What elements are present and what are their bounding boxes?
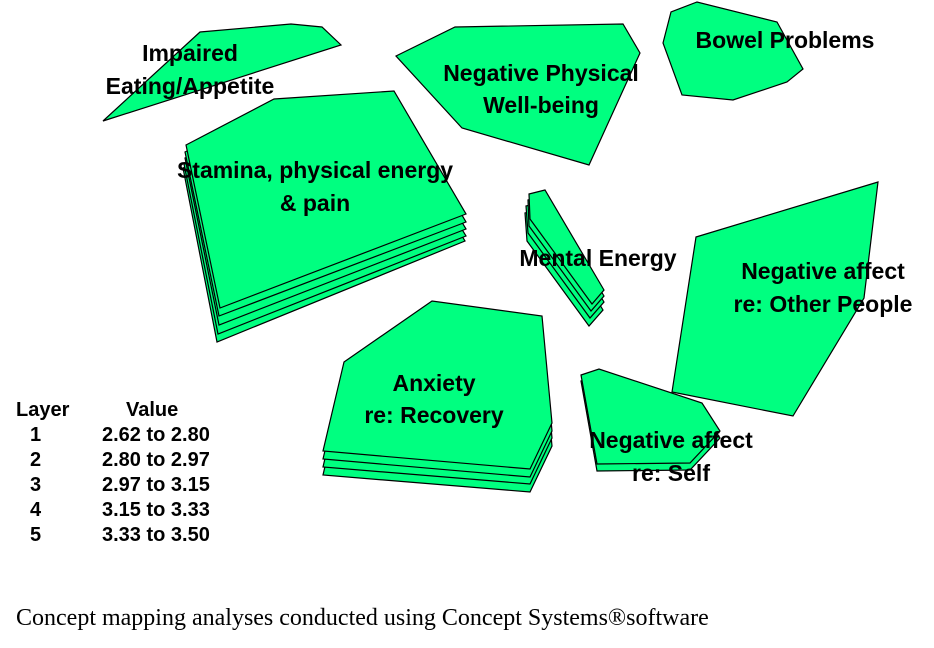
cluster-eating: Impaired Eating/Appetite [102, 23, 343, 122]
cluster-mental-layer-1 [528, 189, 605, 305]
cluster-physical: Negative Physical Well-being [395, 23, 641, 166]
cluster-physical-label-2: Well-being [483, 92, 599, 118]
legend-range: 3.15 to 3.33 [102, 499, 210, 521]
cluster-other-people-label-2: re: Other People [734, 291, 913, 317]
legend-layer: 1 [30, 424, 42, 446]
cluster-other-people: Negative affect re: Other People [671, 181, 913, 417]
cluster-anxiety-layer-1 [322, 300, 553, 470]
cluster-anxiety-label-1: Anxiety [392, 370, 475, 396]
cluster-mental-label-1: Mental Energy [519, 245, 676, 271]
legend-layer: 4 [30, 499, 42, 521]
legend-row: 5 3.33 to 3.50 [16, 523, 210, 548]
cluster-eating-label-1: Impaired [142, 40, 238, 66]
legend-range: 2.80 to 2.97 [102, 449, 210, 471]
cluster-bowel-label-1: Bowel Problems [696, 27, 875, 53]
legend-header-layer: Layer [16, 399, 70, 421]
cluster-anxiety: Anxiety re: Recovery [322, 300, 553, 493]
footer-caption: Concept mapping analyses conducted using… [16, 605, 709, 631]
concept-map: Stamina, physical energy & pain Impaired… [102, 1, 913, 493]
legend-header-value: Value [126, 399, 179, 421]
cluster-eating-layer-1 [102, 23, 343, 122]
legend-layer: 3 [30, 474, 42, 496]
legend-row: 2 2.80 to 2.97 [16, 448, 210, 473]
legend-header: Layer Value [16, 398, 210, 423]
cluster-mental: Mental Energy [519, 189, 677, 327]
cluster-physical-layer-1 [395, 23, 641, 166]
cluster-stamina-label-2: & pain [280, 190, 350, 216]
legend-row: 4 3.15 to 3.33 [16, 498, 210, 523]
cluster-self-label-1: Negative affect [589, 427, 753, 453]
cluster-bowel-layer-1 [662, 1, 804, 101]
cluster-self: Negative affect re: Self [580, 368, 753, 486]
cluster-stamina-label-1: Stamina, physical energy [177, 157, 453, 183]
cluster-other-people-label-1: Negative affect [741, 258, 905, 284]
cluster-self-label-2: re: Self [632, 460, 710, 486]
cluster-bowel: Bowel Problems [662, 1, 875, 101]
layer-legend: Layer Value 1 2.62 to 2.80 2 2.80 to 2.9… [16, 398, 210, 548]
cluster-stamina-layer-1 [185, 90, 467, 309]
cluster-anxiety-label-2: re: Recovery [364, 402, 504, 428]
legend-layer: 2 [30, 449, 42, 471]
cluster-eating-label-2: Eating/Appetite [106, 73, 275, 99]
cluster-self-layer-1 [580, 368, 721, 465]
legend-range: 2.62 to 2.80 [102, 424, 210, 446]
legend-range: 3.33 to 3.50 [102, 524, 210, 546]
cluster-other-people-layer-1 [671, 181, 879, 417]
legend-range: 2.97 to 3.15 [102, 474, 210, 496]
legend-layer: 5 [30, 524, 42, 546]
legend-row: 3 2.97 to 3.15 [16, 473, 210, 498]
legend-row: 1 2.62 to 2.80 [16, 423, 210, 448]
cluster-physical-label-1: Negative Physical [443, 60, 639, 86]
cluster-stamina: Stamina, physical energy & pain [177, 90, 467, 343]
